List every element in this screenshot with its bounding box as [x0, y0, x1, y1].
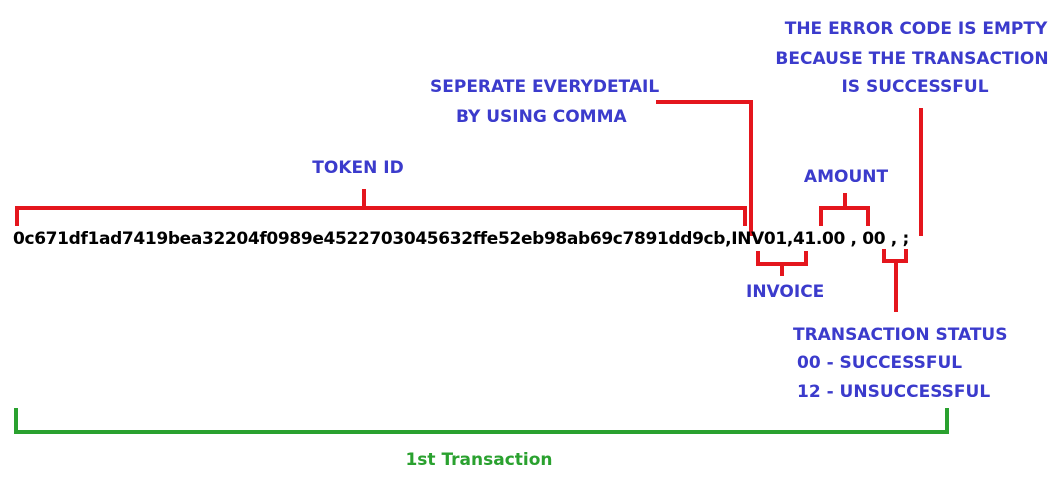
label-separate-line1: SEPERATE EVERYDETAIL	[430, 77, 660, 97]
amount-value: 41.00	[792, 229, 845, 249]
separator-comma: ,	[844, 229, 857, 249]
label-amount: AMOUNT	[803, 167, 889, 187]
separator-comma: ,	[725, 229, 732, 249]
label-error-line3: IS SUCCESSFUL	[841, 77, 989, 97]
label-status-line3: 12 - UNSUCCESSFUL	[797, 382, 991, 402]
invoice-value: INV01	[731, 229, 787, 249]
transaction-data-string: 0c671df1ad7419bea32204f0989e452270304563…	[13, 229, 909, 249]
label-separate-line2: BY USING COMMA	[456, 107, 627, 127]
separator-comma: ,	[786, 229, 793, 249]
amount-bracket	[819, 206, 870, 226]
label-error-line2: BECAUSE THE TRANSACTION	[775, 49, 1048, 69]
label-token-id: TOKEN ID	[312, 158, 404, 178]
label-error-line1: THE ERROR CODE IS EMPTY	[784, 19, 1048, 39]
transaction-bracket	[14, 408, 949, 434]
status-bracket	[882, 249, 908, 263]
terminator: , ;	[885, 229, 909, 249]
status-value: 00	[856, 229, 886, 249]
label-invoice: INVOICE	[746, 282, 825, 302]
invoice-bracket	[756, 251, 808, 266]
label-status-line2: 00 - SUCCESSFUL	[797, 353, 963, 373]
label-status-line1: TRANSACTION STATUS	[793, 325, 1008, 345]
token-bracket	[15, 206, 747, 226]
label-transaction: 1st Transaction	[405, 450, 553, 470]
token-id-value: 0c671df1ad7419bea32204f0989e452270304563…	[13, 229, 726, 249]
separator-pointer	[656, 100, 753, 236]
